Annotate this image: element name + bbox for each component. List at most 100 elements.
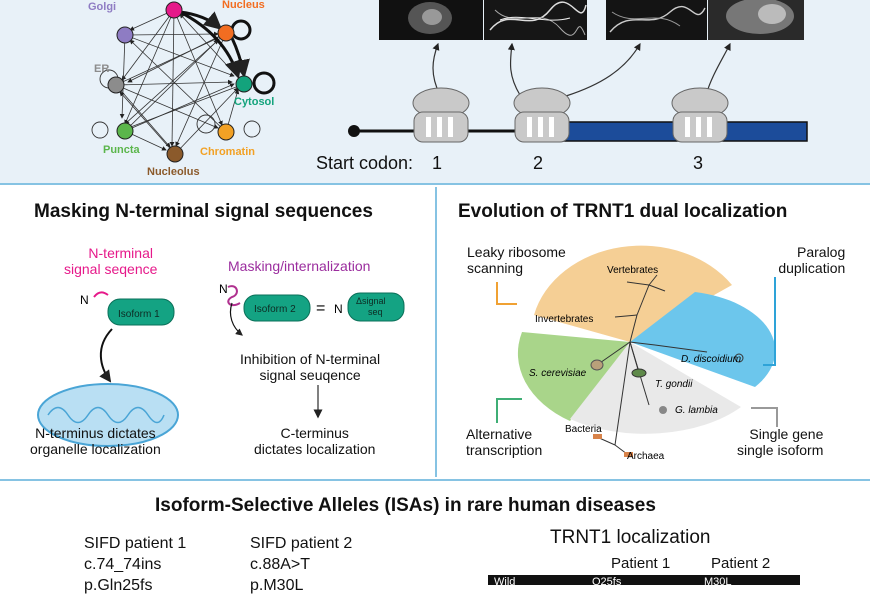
n-letter-3: N [334, 302, 343, 316]
amoebozoa-wedge [630, 292, 776, 387]
masked-signal-peptide [227, 285, 241, 307]
isa-title: Isoform-Selective Alleles (ISAs) in rare… [155, 495, 656, 516]
patient1-name: SIFD patient 1 [84, 535, 187, 552]
cell-patient2: M30L [704, 576, 732, 588]
start-codon-prefix: Start codon: [316, 153, 414, 173]
patient2-protein: p.M30L [250, 577, 304, 594]
equals-sign: = [316, 300, 325, 317]
nterm-line1: N-terminus dictates [35, 425, 156, 441]
delta-signal-protein [347, 292, 405, 322]
glambia-label: G. lambia [675, 405, 718, 416]
single-text: Single gene single isoform [737, 426, 823, 458]
isoform1-protein [107, 298, 175, 326]
cap-dot [348, 125, 360, 137]
alt-line1: Alternative [466, 426, 533, 442]
vertebrates-label: Vertebrates [607, 265, 658, 276]
isoform2-protein [243, 294, 311, 322]
alt-text: Alternative transcription [466, 426, 542, 458]
patient2-mutation: c.88A>T [250, 556, 311, 573]
evolution-diagram: Vertebrates Invertebrates D. discoidium … [496, 245, 778, 462]
inhibition-line2: signal seuqence [259, 367, 361, 383]
masking-title: Masking N-terminal signal sequences [34, 201, 373, 222]
fungi-wedge [517, 332, 630, 421]
localization-table: Wild Q25fs M30L [488, 575, 800, 588]
network-diagram: Golgi Nucleus ER Cytosol Puncta Chromati… [88, 0, 808, 178]
localization-network-panel: Golgi Nucleus ER Cytosol Puncta Chromati… [0, 0, 870, 185]
localization-title: TRNT1 localization [550, 527, 711, 548]
cytosol-self-loop [252, 71, 276, 95]
masking-panel: Masking N-terminal signal sequences Isof… [0, 187, 437, 477]
signal-sequence-label: N-terminal signal seqence [64, 245, 157, 277]
leaky-text: Leaky ribosome scanning [467, 244, 566, 276]
isoform2-label: Isoform 2 [254, 304, 296, 315]
paralog-callout [763, 277, 776, 366]
codon-label-3: 3 [693, 153, 704, 173]
bacteria-label: Bacteria [565, 424, 602, 435]
inhibition-text: Inhibition of N-terminal signal seuqence [240, 351, 380, 383]
signal-label-line1: N-terminal [88, 245, 153, 261]
archaea-label: Archaea [627, 451, 665, 462]
ribosome-1 [412, 87, 470, 143]
patient1-protein: p.Gln25fs [84, 577, 153, 594]
signal-label-line2: signal seqence [64, 261, 158, 277]
er-node [107, 76, 125, 94]
patient1-info: SIFD patient 1 c.74_74ins p.Gln25fs [84, 533, 186, 596]
alt-callout [496, 398, 522, 423]
leaky-line1: Leaky ribosome [467, 244, 566, 260]
nucleus-label: Nucleus [222, 0, 265, 11]
paralog-line2: duplication [778, 260, 846, 276]
evolution-title: Evolution of TRNT1 dual localization [458, 201, 788, 222]
n-letter-2: N [219, 282, 228, 296]
isa-panel: Isoform-Selective Alleles (ISAs) in rare… [0, 479, 870, 594]
single-line2: single isoform [737, 442, 824, 458]
cterm-line1: C-terminus [280, 425, 349, 441]
golgi-node [116, 26, 134, 44]
row-label: Wild [494, 576, 516, 588]
patient2-info: SIFD patient 2 c.88A>T p.M30L [250, 533, 352, 596]
paralog-line1: Paralog [797, 244, 846, 260]
er-label: ER [94, 63, 109, 75]
animals-wedge [534, 245, 732, 342]
cytosol-node [235, 75, 253, 93]
puncta-label: Puncta [103, 144, 141, 156]
cterm-line2: dictates localization [254, 441, 376, 457]
network-thick-edges [179, 10, 250, 79]
cell-patient1: Q25fs [592, 576, 622, 588]
patient2-column: Patient 2 [711, 555, 771, 572]
network-edges [115, 9, 245, 155]
leaky-line2: scanning [467, 260, 524, 276]
chromatin-node [217, 123, 235, 141]
patient2-name: SIFD patient 2 [250, 535, 353, 552]
nterm-line2: organelle localization [30, 441, 161, 457]
leaky-callout [496, 282, 517, 305]
scerevisiae-label: S. cerevisiae [529, 368, 587, 379]
micrograph-3 [606, 0, 707, 40]
patient1-mutation: c.74_74ins [84, 556, 162, 573]
single-callout [751, 407, 778, 427]
golgi-label: Golgi [88, 1, 116, 13]
invertebrates-label: Invertebrates [535, 314, 593, 325]
codon-label-1: 1 [432, 153, 443, 173]
signal-peptide-1 [93, 291, 109, 298]
n-letter-1: N [80, 293, 89, 307]
ribosome-3 [671, 87, 729, 143]
nucleolus-label: Nucleolus [147, 166, 200, 178]
dicty-label: D. discoidium [681, 354, 741, 365]
codon-to-image-arrows [432, 42, 731, 97]
nucleus-node [217, 24, 235, 42]
ribosome-2 [513, 87, 571, 143]
masking-diagram: Isoform 1 N Isoform 2 N = N Δsignal seq [37, 282, 405, 447]
phylogenetic-tree [596, 274, 708, 455]
alt-line2: transcription [466, 442, 543, 458]
protists-bacteria-wedge [570, 342, 741, 434]
patient1-column: Patient 1 [611, 555, 671, 572]
cterm-text: C-terminus dictates localization [254, 425, 375, 457]
tgondii-label: T. gondii [655, 379, 693, 390]
chromatin-label: Chromatin [200, 146, 255, 158]
paralog-text: Paralog duplication [775, 244, 845, 276]
inhibition-line1: Inhibition of N-terminal [240, 351, 381, 367]
single-line1: Single gene [749, 426, 824, 442]
isoform1-label: Isoform 1 [118, 309, 160, 320]
nucleolus-node [166, 145, 184, 163]
nterm-text: N-terminus dictates organelle localizati… [30, 425, 161, 457]
